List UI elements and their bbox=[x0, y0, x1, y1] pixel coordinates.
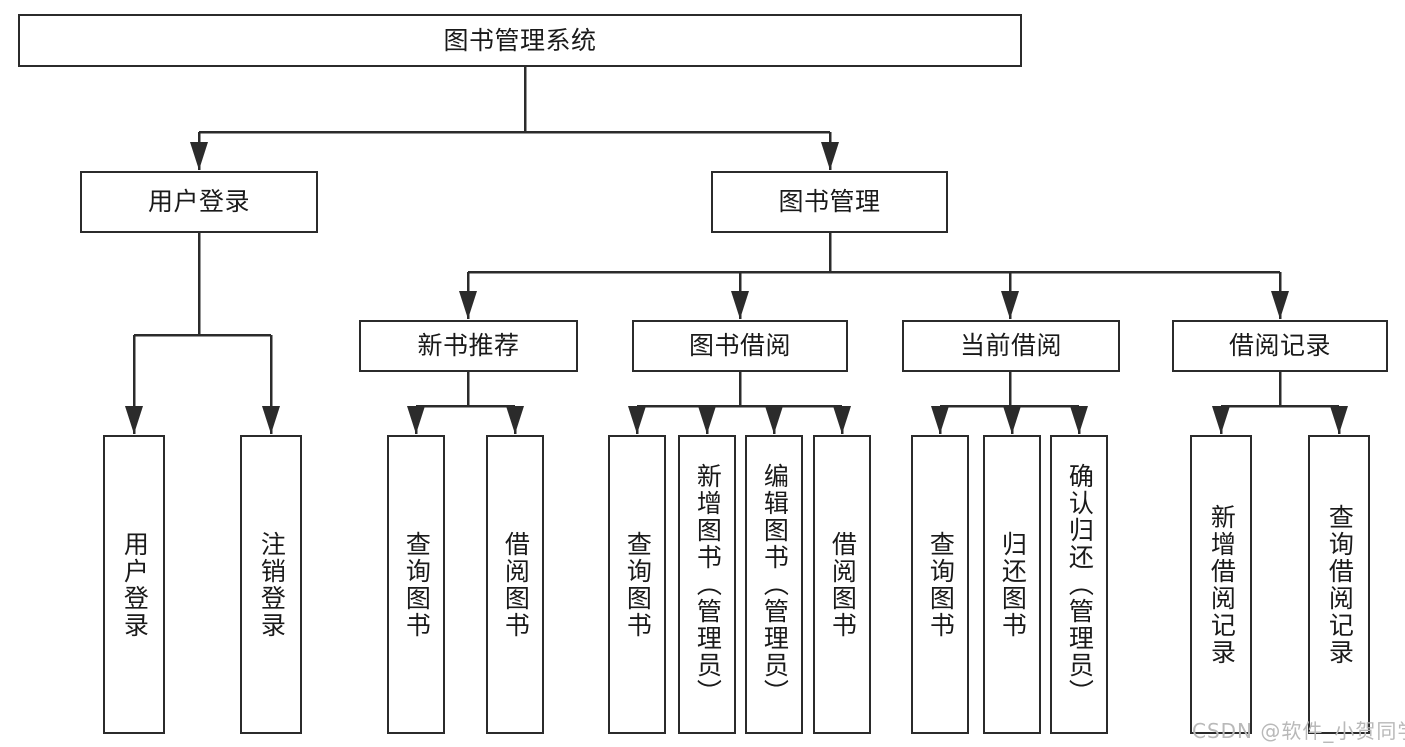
node-label: 新增图书（管理员） bbox=[693, 463, 723, 706]
node-label: 新增借阅记录 bbox=[1207, 503, 1237, 666]
node-leaf-add-record[interactable]: 新增借阅记录 bbox=[1190, 435, 1252, 734]
node-label: 借阅记录 bbox=[1228, 331, 1331, 361]
node-leaf-query-book-1[interactable]: 查询图书 bbox=[387, 435, 445, 734]
arrowhead-bookmgmt-to-level3-1 bbox=[731, 291, 749, 319]
watermark: CSDN @软件_小贺同学 bbox=[1192, 719, 1405, 743]
arrowhead-bookmgmt-to-level3-0 bbox=[459, 291, 477, 319]
node-leaf-borrow-book-1[interactable]: 借阅图书 bbox=[486, 435, 544, 734]
node-leaf-add-book[interactable]: 新增图书（管理员） bbox=[678, 435, 736, 734]
node-l3-new-book-rec[interactable]: 新书推荐 bbox=[359, 320, 578, 372]
arrowhead-root-to-level2-0 bbox=[190, 142, 208, 170]
node-label: 借阅图书 bbox=[828, 530, 858, 639]
arrowhead-borrowrecord-to-leaves-1 bbox=[1330, 406, 1348, 434]
arrowhead-currentborrow-to-leaves-2 bbox=[1070, 406, 1088, 434]
node-label: 图书借阅 bbox=[688, 331, 791, 361]
node-label: 借阅图书 bbox=[501, 530, 531, 639]
arrowhead-currentborrow-to-leaves-1 bbox=[1003, 406, 1021, 434]
node-leaf-user-login[interactable]: 用户登录 bbox=[103, 435, 165, 734]
node-leaf-query-book-2[interactable]: 查询图书 bbox=[608, 435, 666, 734]
node-label: 查询图书 bbox=[623, 530, 653, 639]
node-label: 新书推荐 bbox=[417, 331, 520, 361]
node-l3-current-borrow[interactable]: 当前借阅 bbox=[902, 320, 1120, 372]
node-l2-user-login[interactable]: 用户登录 bbox=[80, 171, 318, 233]
arrowhead-newbook-to-leaves-0 bbox=[407, 406, 425, 434]
node-leaf-return-book[interactable]: 归还图书 bbox=[983, 435, 1041, 734]
node-label: 用户登录 bbox=[120, 530, 150, 639]
node-label: 注销登录 bbox=[257, 530, 287, 639]
node-leaf-edit-book[interactable]: 编辑图书（管理员） bbox=[745, 435, 803, 734]
arrowhead-userlogin-to-leaves-1 bbox=[262, 406, 280, 434]
arrowhead-bookborrow-to-leaves-2 bbox=[765, 406, 783, 434]
arrowhead-userlogin-to-leaves-0 bbox=[125, 406, 143, 434]
node-label: 查询图书 bbox=[926, 530, 956, 639]
node-leaf-user-logout[interactable]: 注销登录 bbox=[240, 435, 302, 734]
node-l3-book-borrow[interactable]: 图书借阅 bbox=[632, 320, 848, 372]
node-label: 图书管理 bbox=[778, 187, 881, 217]
node-l2-book-mgmt[interactable]: 图书管理 bbox=[711, 171, 948, 233]
node-root[interactable]: 图书管理系统 bbox=[18, 14, 1022, 67]
node-label: 编辑图书（管理员） bbox=[760, 463, 790, 706]
node-leaf-query-record[interactable]: 查询借阅记录 bbox=[1308, 435, 1370, 734]
node-label: 用户登录 bbox=[147, 187, 250, 217]
arrowhead-bookmgmt-to-level3-2 bbox=[1001, 291, 1019, 319]
node-label: 当前借阅 bbox=[959, 331, 1062, 361]
arrowhead-newbook-to-leaves-1 bbox=[506, 406, 524, 434]
node-label: 查询借阅记录 bbox=[1325, 503, 1355, 666]
node-label: 确认归还（管理员） bbox=[1065, 463, 1095, 706]
arrowhead-bookborrow-to-leaves-0 bbox=[628, 406, 646, 434]
node-label: 归还图书 bbox=[998, 530, 1028, 639]
node-label: 图书管理系统 bbox=[443, 25, 597, 55]
node-label: 查询图书 bbox=[402, 530, 432, 639]
arrowhead-root-to-level2-1 bbox=[821, 142, 839, 170]
node-leaf-confirm-return[interactable]: 确认归还（管理员） bbox=[1050, 435, 1108, 734]
node-leaf-query-book-3[interactable]: 查询图书 bbox=[911, 435, 969, 734]
arrowhead-borrowrecord-to-leaves-0 bbox=[1212, 406, 1230, 434]
arrowhead-currentborrow-to-leaves-0 bbox=[931, 406, 949, 434]
node-l3-borrow-record[interactable]: 借阅记录 bbox=[1172, 320, 1388, 372]
arrowhead-bookborrow-to-leaves-1 bbox=[698, 406, 716, 434]
node-leaf-borrow-book-2[interactable]: 借阅图书 bbox=[813, 435, 871, 734]
arrowhead-bookmgmt-to-level3-3 bbox=[1271, 291, 1289, 319]
arrowhead-bookborrow-to-leaves-3 bbox=[833, 406, 851, 434]
